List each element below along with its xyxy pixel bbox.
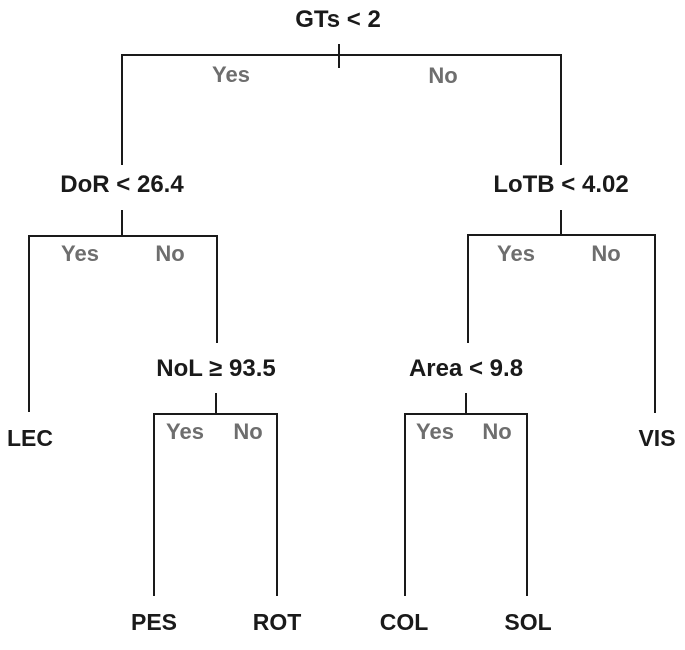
connector-dor-yes-drop [28, 235, 30, 412]
branch-label-lotb-yes: Yes [497, 241, 535, 266]
connector-lotb-bar [467, 234, 656, 236]
branch-label-dor-no: No [155, 241, 185, 266]
connector-lotb-no-drop [654, 234, 656, 413]
node-nol-condition: NoL ≥ 93.5 [156, 355, 276, 382]
connector-area-yes-drop [404, 413, 406, 596]
leaf-pes: PES [130, 609, 178, 635]
leaf-rot: ROT [252, 609, 302, 635]
branch-label-dor-yes: Yes [61, 241, 99, 266]
connector-nol-bar [153, 413, 278, 415]
branch-label-area-yes: Yes [416, 419, 454, 444]
connector-dor-stub [121, 210, 123, 237]
node-root-condition: GTs < 2 [295, 6, 381, 33]
branch-label-nol-yes: Yes [166, 419, 204, 444]
branch-label-area-no: No [482, 419, 512, 444]
node-dor-condition: DoR < 26.4 [60, 171, 184, 198]
branch-label-lotb-no: No [591, 241, 621, 266]
branch-label-nol-no: No [233, 419, 263, 444]
connector-area-no-drop [526, 413, 528, 596]
connector-nol-no-drop [276, 413, 278, 596]
leaf-vis: VIS [638, 425, 676, 451]
connector-area-bar [404, 413, 528, 415]
connector-root-bar [121, 54, 562, 56]
leaf-col: COL [379, 609, 429, 635]
branch-label-root-no: No [428, 63, 458, 88]
connector-lotb-yes-drop [467, 234, 469, 343]
leaf-sol: SOL [504, 609, 552, 635]
branch-label-root-yes: Yes [212, 62, 250, 87]
connector-dor-bar [28, 235, 218, 237]
connector-area-stub [465, 393, 467, 415]
connector-dor-no-drop [216, 235, 218, 343]
connector-nol-yes-drop [153, 413, 155, 596]
connector-lotb-stub [560, 210, 562, 236]
connector-nol-stub [215, 393, 217, 415]
node-area-condition: Area < 9.8 [408, 355, 524, 382]
node-lotb-condition: LoTB < 4.02 [493, 171, 629, 198]
connector-root-tick [338, 44, 340, 68]
connector-root-yes-drop [121, 54, 123, 165]
connector-root-no-drop [560, 54, 562, 165]
leaf-lec: LEC [7, 425, 53, 451]
